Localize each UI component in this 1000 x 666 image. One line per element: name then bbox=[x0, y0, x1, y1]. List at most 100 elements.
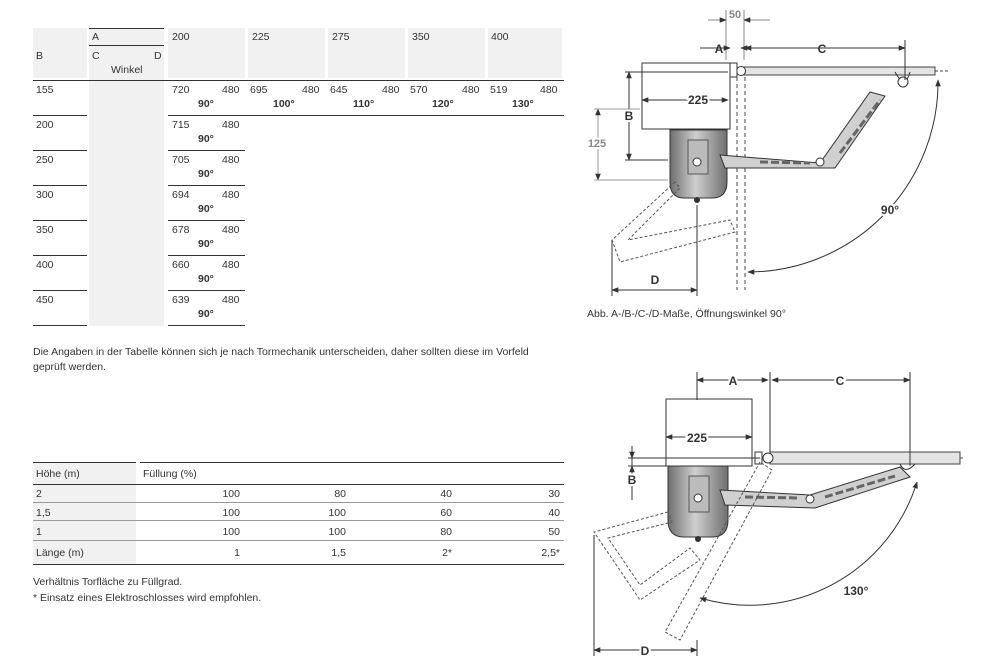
cell-value: 1,5 bbox=[331, 547, 346, 559]
cell-d: 480 bbox=[462, 84, 480, 96]
row-label: 2 bbox=[36, 488, 42, 500]
header-height: Höhe (m) bbox=[36, 468, 80, 480]
cell-value: 30 bbox=[548, 488, 560, 500]
cell-winkel: 90° bbox=[198, 273, 214, 285]
cell-d: 480 bbox=[540, 84, 558, 96]
cell-value: 100 bbox=[222, 526, 240, 538]
header-a-275 bbox=[328, 28, 405, 78]
dim-b-label: B bbox=[628, 473, 637, 487]
cell-value: 40 bbox=[548, 507, 560, 519]
cell-value: 80 bbox=[334, 488, 346, 500]
cell-d: 480 bbox=[222, 224, 240, 236]
header-a-column bbox=[89, 28, 164, 326]
header-a-200 bbox=[168, 28, 245, 78]
cell-c: 519 bbox=[490, 84, 508, 96]
cell-winkel: 100° bbox=[273, 98, 295, 110]
cell-c: 715 bbox=[172, 119, 190, 131]
fill-table-label-column bbox=[33, 462, 136, 565]
cell-d: 480 bbox=[222, 84, 240, 96]
cell-value: 40 bbox=[440, 488, 452, 500]
row-label: Länge (m) bbox=[36, 547, 84, 559]
dim-d-label: D bbox=[651, 273, 660, 287]
dim-50-label: 50 bbox=[729, 9, 741, 21]
angle-130-label: 130° bbox=[844, 584, 869, 598]
a-header-225: 225 bbox=[252, 31, 270, 43]
cell-value: 60 bbox=[440, 507, 452, 519]
cell-c: 645 bbox=[330, 84, 348, 96]
cell-winkel: 90° bbox=[198, 168, 214, 180]
header-b-label: B bbox=[36, 50, 44, 62]
cell-winkel: 90° bbox=[198, 98, 214, 110]
diagram-caption: Abb. A-/B-/C-/D-Maße, Öffnungswinkel 90° bbox=[587, 308, 786, 320]
cell-value: 2* bbox=[442, 547, 452, 559]
angle-90-label: 90° bbox=[881, 203, 899, 217]
cell-winkel: 110° bbox=[353, 98, 375, 110]
row-b-value: 200 bbox=[36, 119, 54, 131]
a-header-275: 275 bbox=[332, 31, 350, 43]
cell-winkel: 90° bbox=[198, 203, 214, 215]
row-b-value: 300 bbox=[36, 189, 54, 201]
row-b-value: 155 bbox=[36, 84, 54, 96]
cell-d: 480 bbox=[222, 259, 240, 271]
a-header-200: 200 bbox=[172, 31, 190, 43]
header-a-350 bbox=[408, 28, 485, 78]
dim-b-label: B bbox=[625, 109, 634, 123]
cell-value: 2,5* bbox=[541, 547, 560, 559]
row-b-value: 350 bbox=[36, 224, 54, 236]
cell-c: 695 bbox=[250, 84, 268, 96]
cell-c: 570 bbox=[410, 84, 428, 96]
cell-c: 694 bbox=[172, 189, 190, 201]
header-b-cell bbox=[33, 28, 87, 78]
cell-winkel: 90° bbox=[198, 308, 214, 320]
header-a-400 bbox=[488, 28, 562, 78]
cell-winkel: 90° bbox=[198, 238, 214, 250]
dim-d-label: D bbox=[641, 644, 650, 658]
header-a-label: A bbox=[92, 31, 100, 43]
cell-value: 100 bbox=[328, 507, 346, 519]
dim-c-label: C bbox=[818, 42, 827, 56]
cell-c: 639 bbox=[172, 294, 190, 306]
row-label: 1 bbox=[36, 526, 42, 538]
cell-d: 480 bbox=[222, 154, 240, 166]
cell-winkel: 130° bbox=[512, 98, 534, 110]
cell-d: 480 bbox=[222, 189, 240, 201]
cell-d: 480 bbox=[222, 294, 240, 306]
dim-125-label: 125 bbox=[588, 138, 606, 150]
row-label: 1,5 bbox=[36, 507, 51, 519]
header-fill: Füllung (%) bbox=[143, 468, 197, 480]
diagram-130deg: A C 225 B 130° D bbox=[593, 372, 965, 660]
cell-value: 50 bbox=[548, 526, 560, 538]
cell-c: 720 bbox=[172, 84, 190, 96]
table-note-line-1: Die Angaben in der Tabelle können sich j… bbox=[33, 346, 529, 358]
row-b-value: 400 bbox=[36, 259, 54, 271]
cell-winkel: 90° bbox=[198, 133, 214, 145]
cell-d: 480 bbox=[302, 84, 320, 96]
diagram-90deg: 50 A C B 225 125 90° D bbox=[586, 9, 950, 296]
dim-225-label: 225 bbox=[688, 93, 708, 107]
cell-d: 480 bbox=[222, 119, 240, 131]
a-header-350: 350 bbox=[412, 31, 430, 43]
cell-c: 705 bbox=[172, 154, 190, 166]
dim-225-label: 225 bbox=[687, 431, 707, 445]
cell-value: 100 bbox=[222, 488, 240, 500]
row-b-value: 250 bbox=[36, 154, 54, 166]
dim-a-label: A bbox=[715, 42, 724, 56]
cell-value: 1 bbox=[234, 547, 240, 559]
cell-c: 678 bbox=[172, 224, 190, 236]
cell-c: 660 bbox=[172, 259, 190, 271]
cell-winkel: 120° bbox=[432, 98, 454, 110]
header-d-label: D bbox=[154, 50, 162, 62]
table-note-line-2: geprüft werden. bbox=[33, 361, 106, 373]
header-c-label: C bbox=[92, 50, 100, 62]
header-a-225 bbox=[248, 28, 325, 78]
cell-value: 100 bbox=[328, 526, 346, 538]
header-winkel-label: Winkel bbox=[111, 64, 143, 76]
cell-d: 480 bbox=[382, 84, 400, 96]
cell-value: 100 bbox=[222, 507, 240, 519]
dim-a-label: A bbox=[729, 374, 738, 388]
dim-c-label: C bbox=[836, 374, 845, 388]
fill-note: Verhältnis Torfläche zu Füllgrad. bbox=[33, 576, 183, 588]
row-b-value: 450 bbox=[36, 294, 54, 306]
a-header-400: 400 bbox=[491, 31, 509, 43]
